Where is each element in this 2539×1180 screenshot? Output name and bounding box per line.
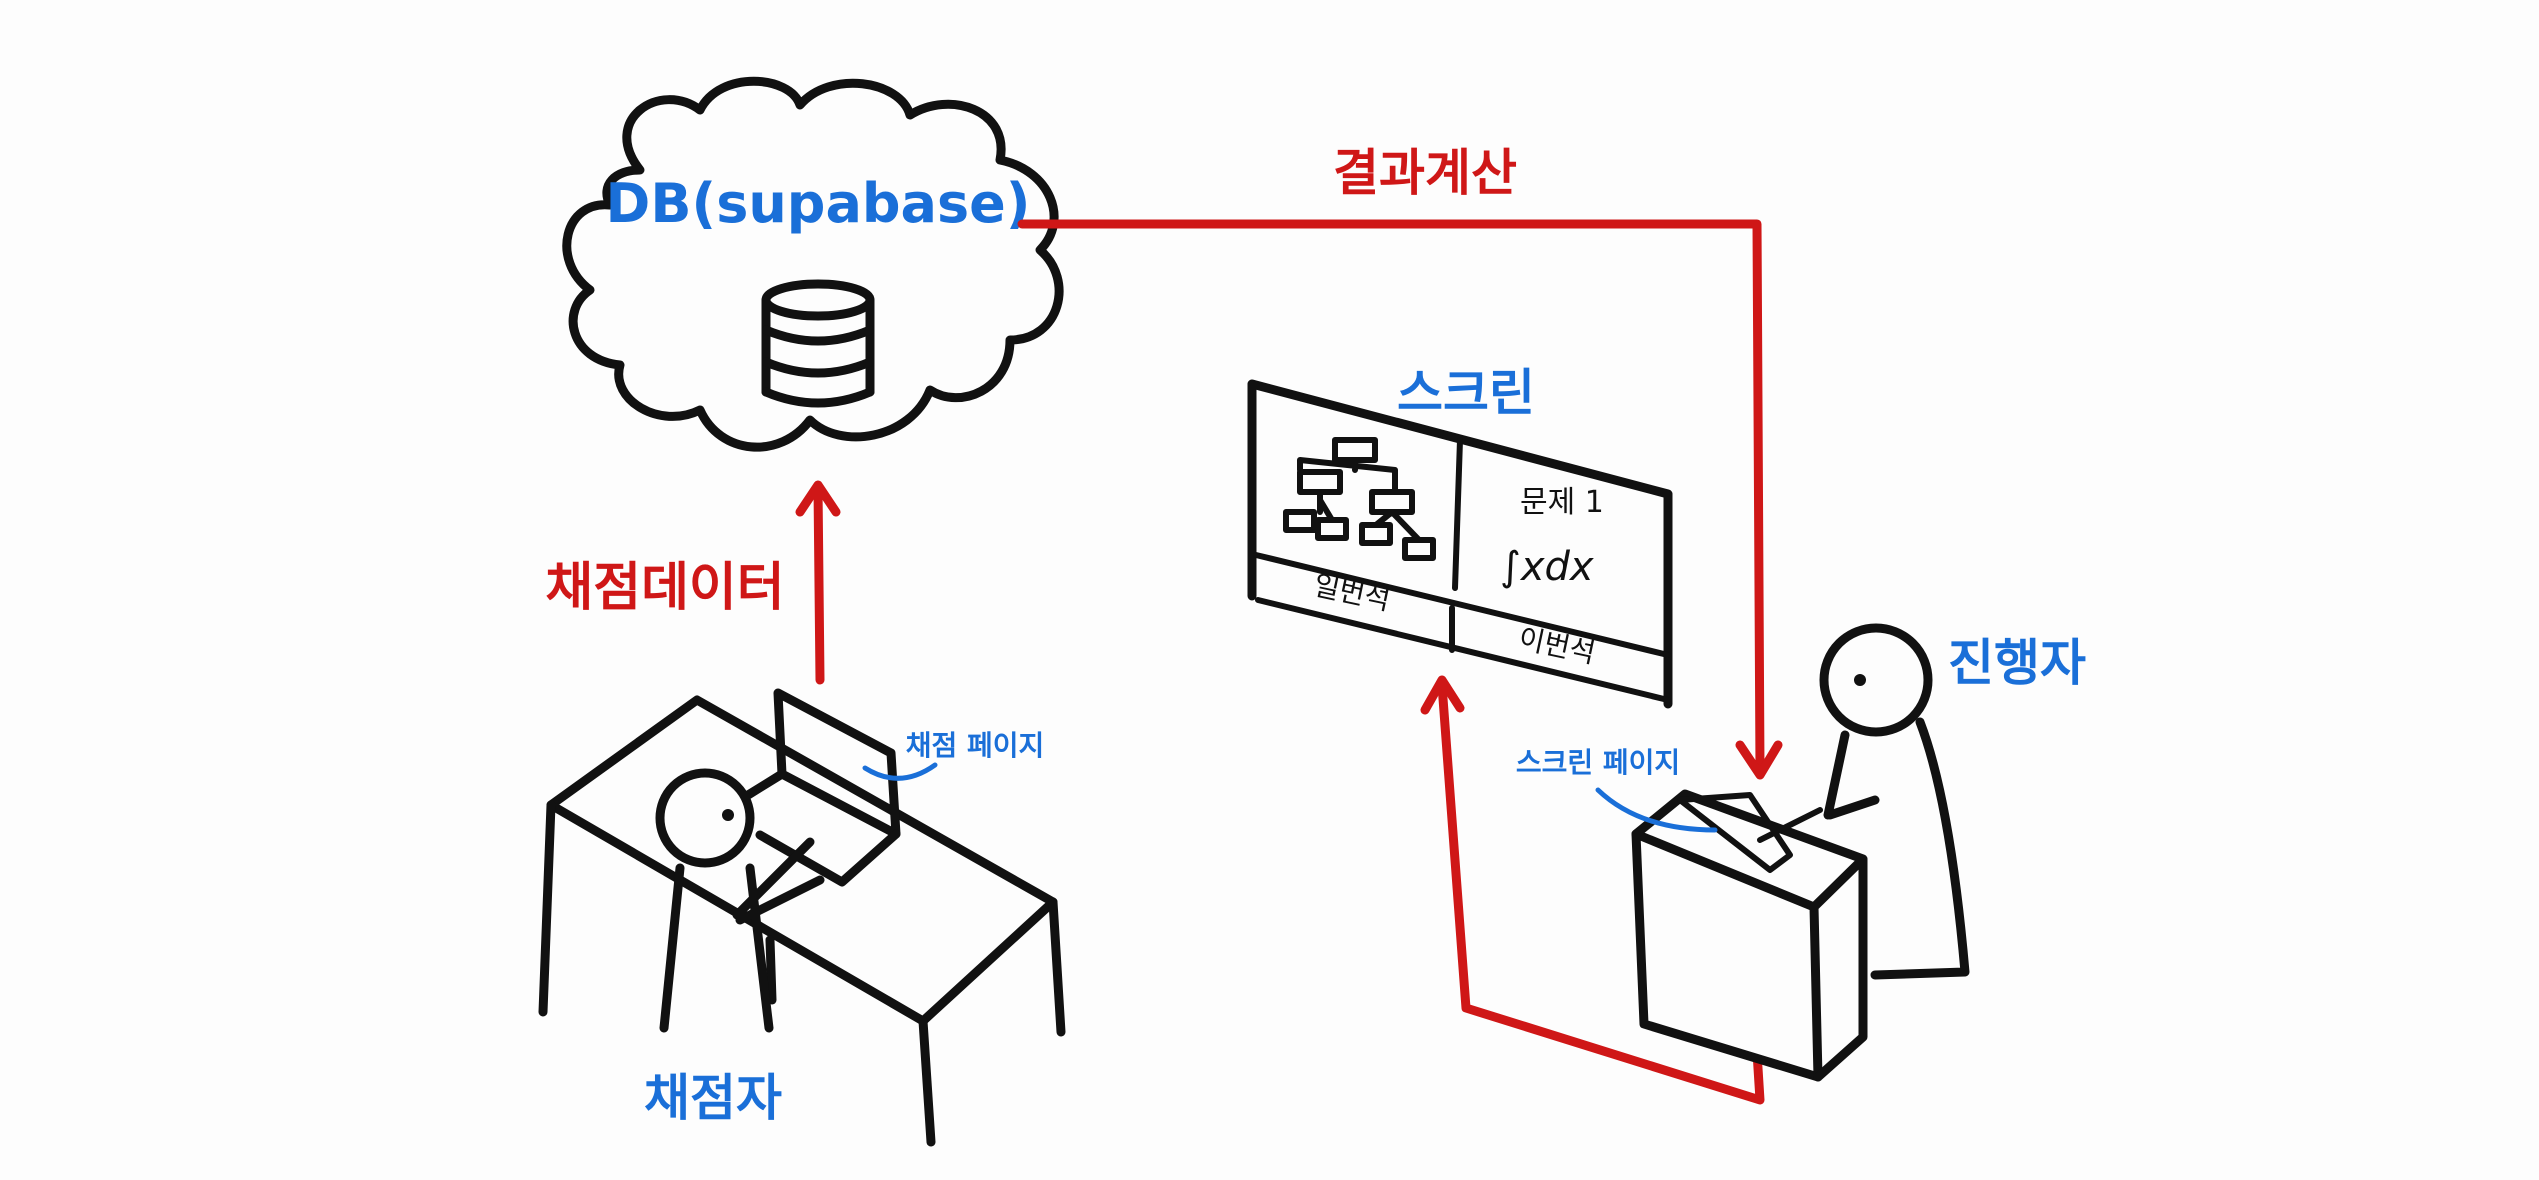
grading-data-label: 채점데이터 [545, 558, 784, 618]
result-calc-flow: 결과계산 [1017, 144, 1783, 780]
podium [1631, 789, 1868, 1082]
grader-laptop [735, 688, 901, 887]
screen: 스크린 문제 1 ∫xdx 일번석 이번석 [1247, 364, 1673, 709]
seat-1-label: 일번석 [1311, 569, 1393, 617]
host-laptop [1677, 792, 1823, 873]
database-icon [761, 279, 875, 408]
org-chart-icon [1283, 437, 1436, 561]
problem-label: 문제 1 [1520, 485, 1604, 520]
seat-2-label: 이번석 [1516, 622, 1598, 670]
grader-person [655, 768, 825, 1033]
host-person [1819, 623, 1970, 980]
screen-page-label: 스크린 페이지 [1516, 746, 1680, 779]
db-label: DB(supabase) [606, 172, 1031, 235]
screen-page-pointer [1595, 787, 1718, 833]
host-station: 진행자 스크린 페이지 [1516, 623, 2086, 1082]
problem-formula: ∫xdx [1500, 544, 1594, 590]
grading-data-flow: 채점데이터 [545, 480, 841, 685]
grading-page-pointer [862, 762, 938, 781]
grader-desk: 채점자 채점 페이지 [538, 688, 1066, 1147]
host-label: 진행자 [1948, 634, 2086, 692]
grading-page-label: 채점 페이지 [906, 729, 1045, 762]
screen-title: 스크린 [1397, 364, 1535, 422]
result-calc-label: 결과계산 [1333, 144, 1517, 202]
db-cloud: DB(supabase) [562, 76, 1064, 452]
grader-label: 채점자 [644, 1069, 782, 1127]
